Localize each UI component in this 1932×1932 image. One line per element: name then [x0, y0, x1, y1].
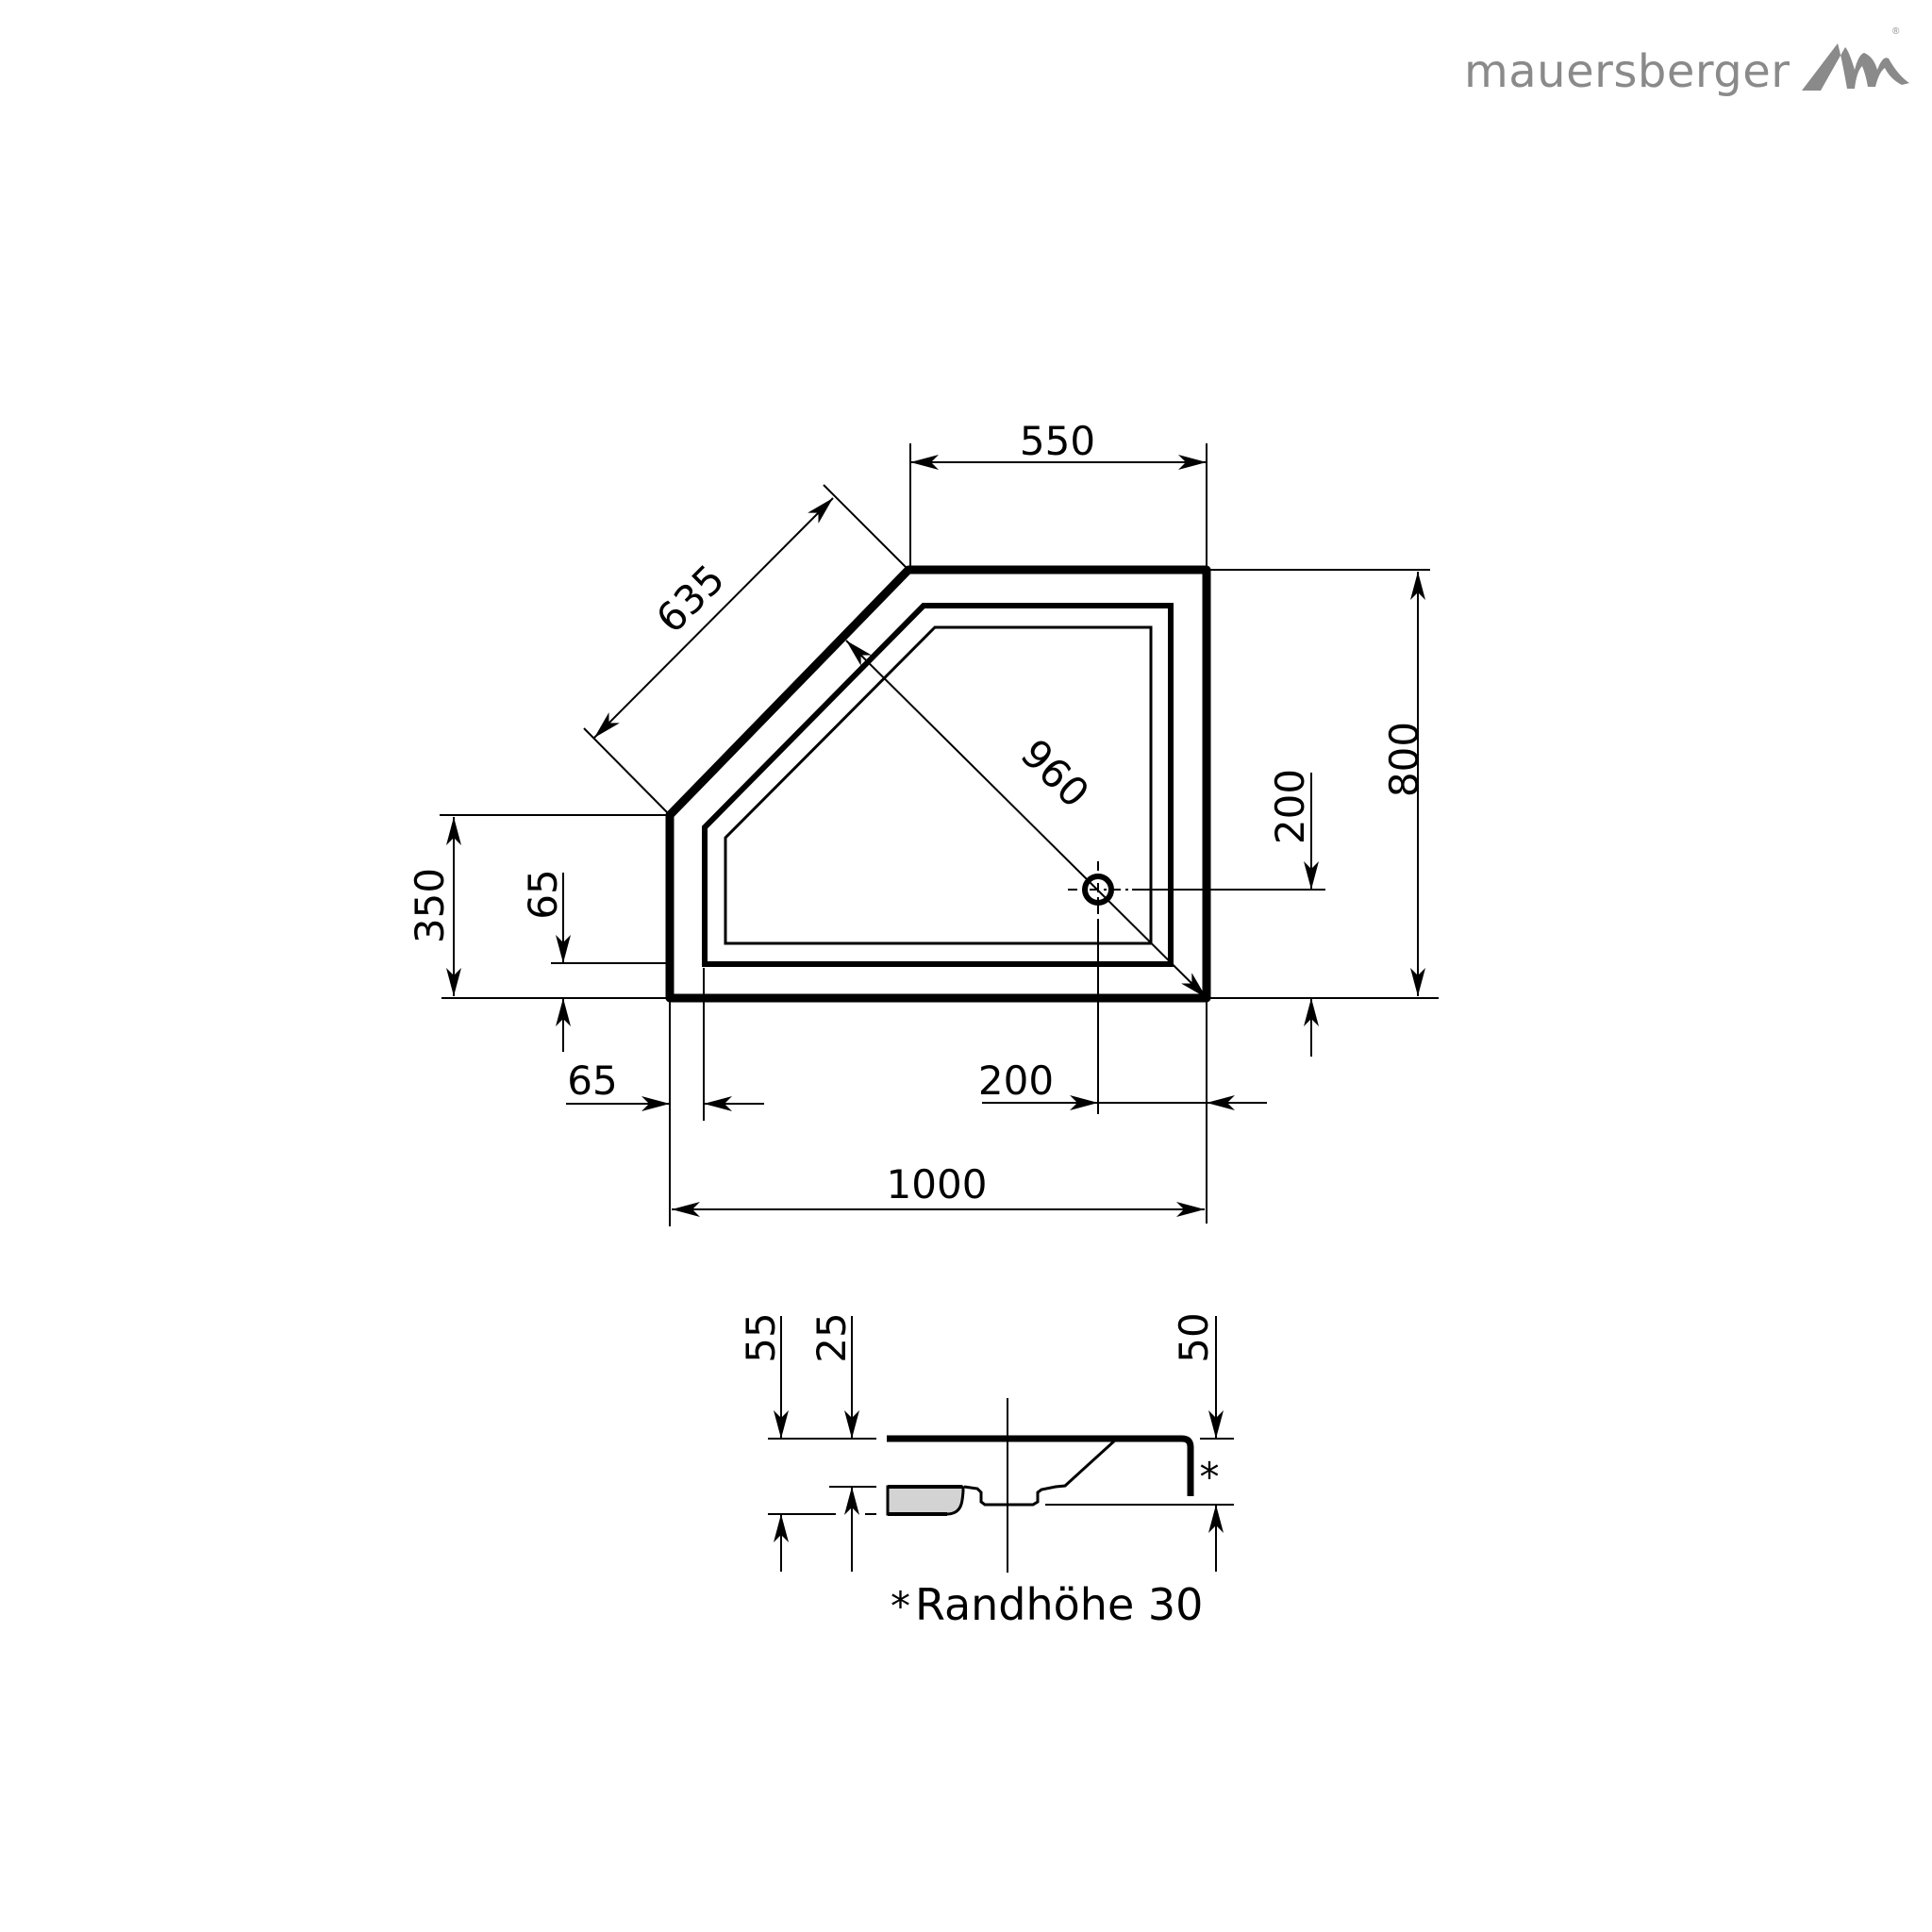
dimension-50: 50: [1171, 1312, 1224, 1572]
dimension-25: 25: [808, 1312, 859, 1572]
registered-mark: ®: [1892, 26, 1900, 37]
dim-label-50: 50: [1171, 1312, 1217, 1362]
dim-label-55: 55: [738, 1312, 784, 1362]
dim-label-800: 800: [1381, 722, 1427, 797]
tray-rim-outline: [702, 603, 1174, 967]
section-view: 55 25 50 * * Randhöhe 30: [738, 1312, 1234, 1630]
footnote-randhoehe: Randhöhe 30: [915, 1579, 1203, 1630]
dimension-55: 55: [738, 1312, 789, 1572]
dim-label-350: 350: [407, 868, 453, 943]
dim-label-200-vertical: 200: [1267, 769, 1313, 844]
dimension-635: 635: [583, 484, 909, 816]
brand-name: mauersberger: [1464, 45, 1790, 98]
dim-label-635: 635: [647, 556, 733, 641]
tray-outer-outline: [665, 565, 1211, 1003]
plan-view: 550 635 960 800 200: [407, 418, 1439, 1226]
dim-label-200-horizontal: 200: [978, 1058, 1054, 1104]
dimension-65-vertical: 65: [520, 869, 666, 1052]
mountain-m-icon: [1801, 43, 1909, 91]
brand-logo: mauersberger: [1464, 38, 1913, 94]
dim-label-1000: 1000: [887, 1161, 988, 1208]
dim-label-550: 550: [1020, 418, 1095, 464]
footnote-marker: *: [891, 1583, 910, 1629]
section-top-rim: [887, 1435, 1194, 1496]
dimension-200-vertical: 200: [1132, 769, 1325, 1057]
dim-label-65-vertical: 65: [520, 869, 566, 919]
dimension-65-horizontal: 65: [566, 968, 764, 1226]
dim-label-65-horizontal: 65: [567, 1058, 617, 1104]
section-floor-profile: [963, 1437, 1119, 1507]
section-insert-fill: [886, 1485, 965, 1516]
dim-label-25: 25: [808, 1312, 855, 1362]
dimension-350: 350: [407, 814, 666, 999]
dimension-800: 800: [1210, 569, 1439, 999]
dimension-1000: 1000: [672, 1161, 1205, 1217]
dimension-550: 550: [909, 418, 1208, 570]
dimension-200-horizontal: 200: [978, 920, 1267, 1224]
rim-asterisk: *: [1200, 1454, 1220, 1500]
dim-label-960: 960: [1012, 730, 1098, 816]
